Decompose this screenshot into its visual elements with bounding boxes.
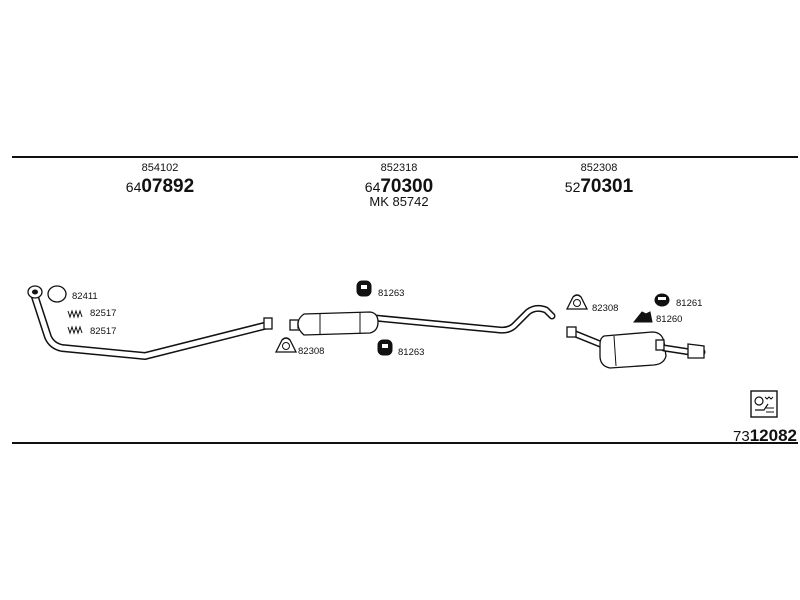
section-middle-mk-code: MK 85742 — [369, 194, 428, 209]
spring-bolt-icon — [67, 325, 83, 335]
diagram-ref-number: 7312082 — [733, 426, 797, 445]
diagram-ref-icon — [750, 390, 778, 418]
section-rear-top-code: 852308 — [581, 162, 618, 174]
rear-hanger-b-label: 81260 — [656, 314, 682, 325]
section-middle-top-code: 852318 — [381, 162, 418, 174]
middle-hanger-bottom-label: 81263 — [398, 347, 424, 358]
section-front-part-number: 6407892 — [126, 176, 194, 197]
section-middle-part-number: 6470300 — [365, 176, 433, 197]
section-middle-header: 852318 6470300 MK 85742 — [365, 162, 433, 209]
clamp-icon — [274, 337, 298, 353]
gasket-ring-icon — [47, 285, 67, 303]
front-pipe — [27, 285, 273, 360]
front-part-label-3: 82517 — [90, 326, 116, 337]
rubber-hanger-icon — [632, 311, 653, 323]
rubber-hanger-icon — [356, 280, 372, 297]
clamp-icon — [565, 294, 589, 310]
rubber-hanger-icon — [377, 339, 393, 356]
middle-silencer — [297, 311, 379, 336]
rear-clamp-label: 82308 — [592, 303, 618, 314]
middle-hanger-top-label: 81263 — [378, 288, 404, 299]
rear-silencer-assembly — [566, 326, 706, 369]
middle-clamp-label: 82308 — [298, 346, 324, 357]
rubber-hanger-icon — [654, 293, 670, 307]
rear-hanger-a-label: 81261 — [676, 298, 702, 309]
middle-pipe — [289, 304, 556, 336]
front-part-label-1: 82411 — [72, 291, 98, 302]
section-rear-header: 852308 5270301 — [565, 162, 634, 197]
section-rear-part-number: 5270301 — [565, 176, 634, 197]
section-front-top-code: 854102 — [142, 162, 179, 174]
front-part-label-2: 82517 — [90, 308, 116, 319]
rear-silencer — [599, 331, 667, 369]
spring-bolt-icon — [67, 309, 83, 319]
section-front-header: 854102 6407892 — [126, 162, 194, 197]
